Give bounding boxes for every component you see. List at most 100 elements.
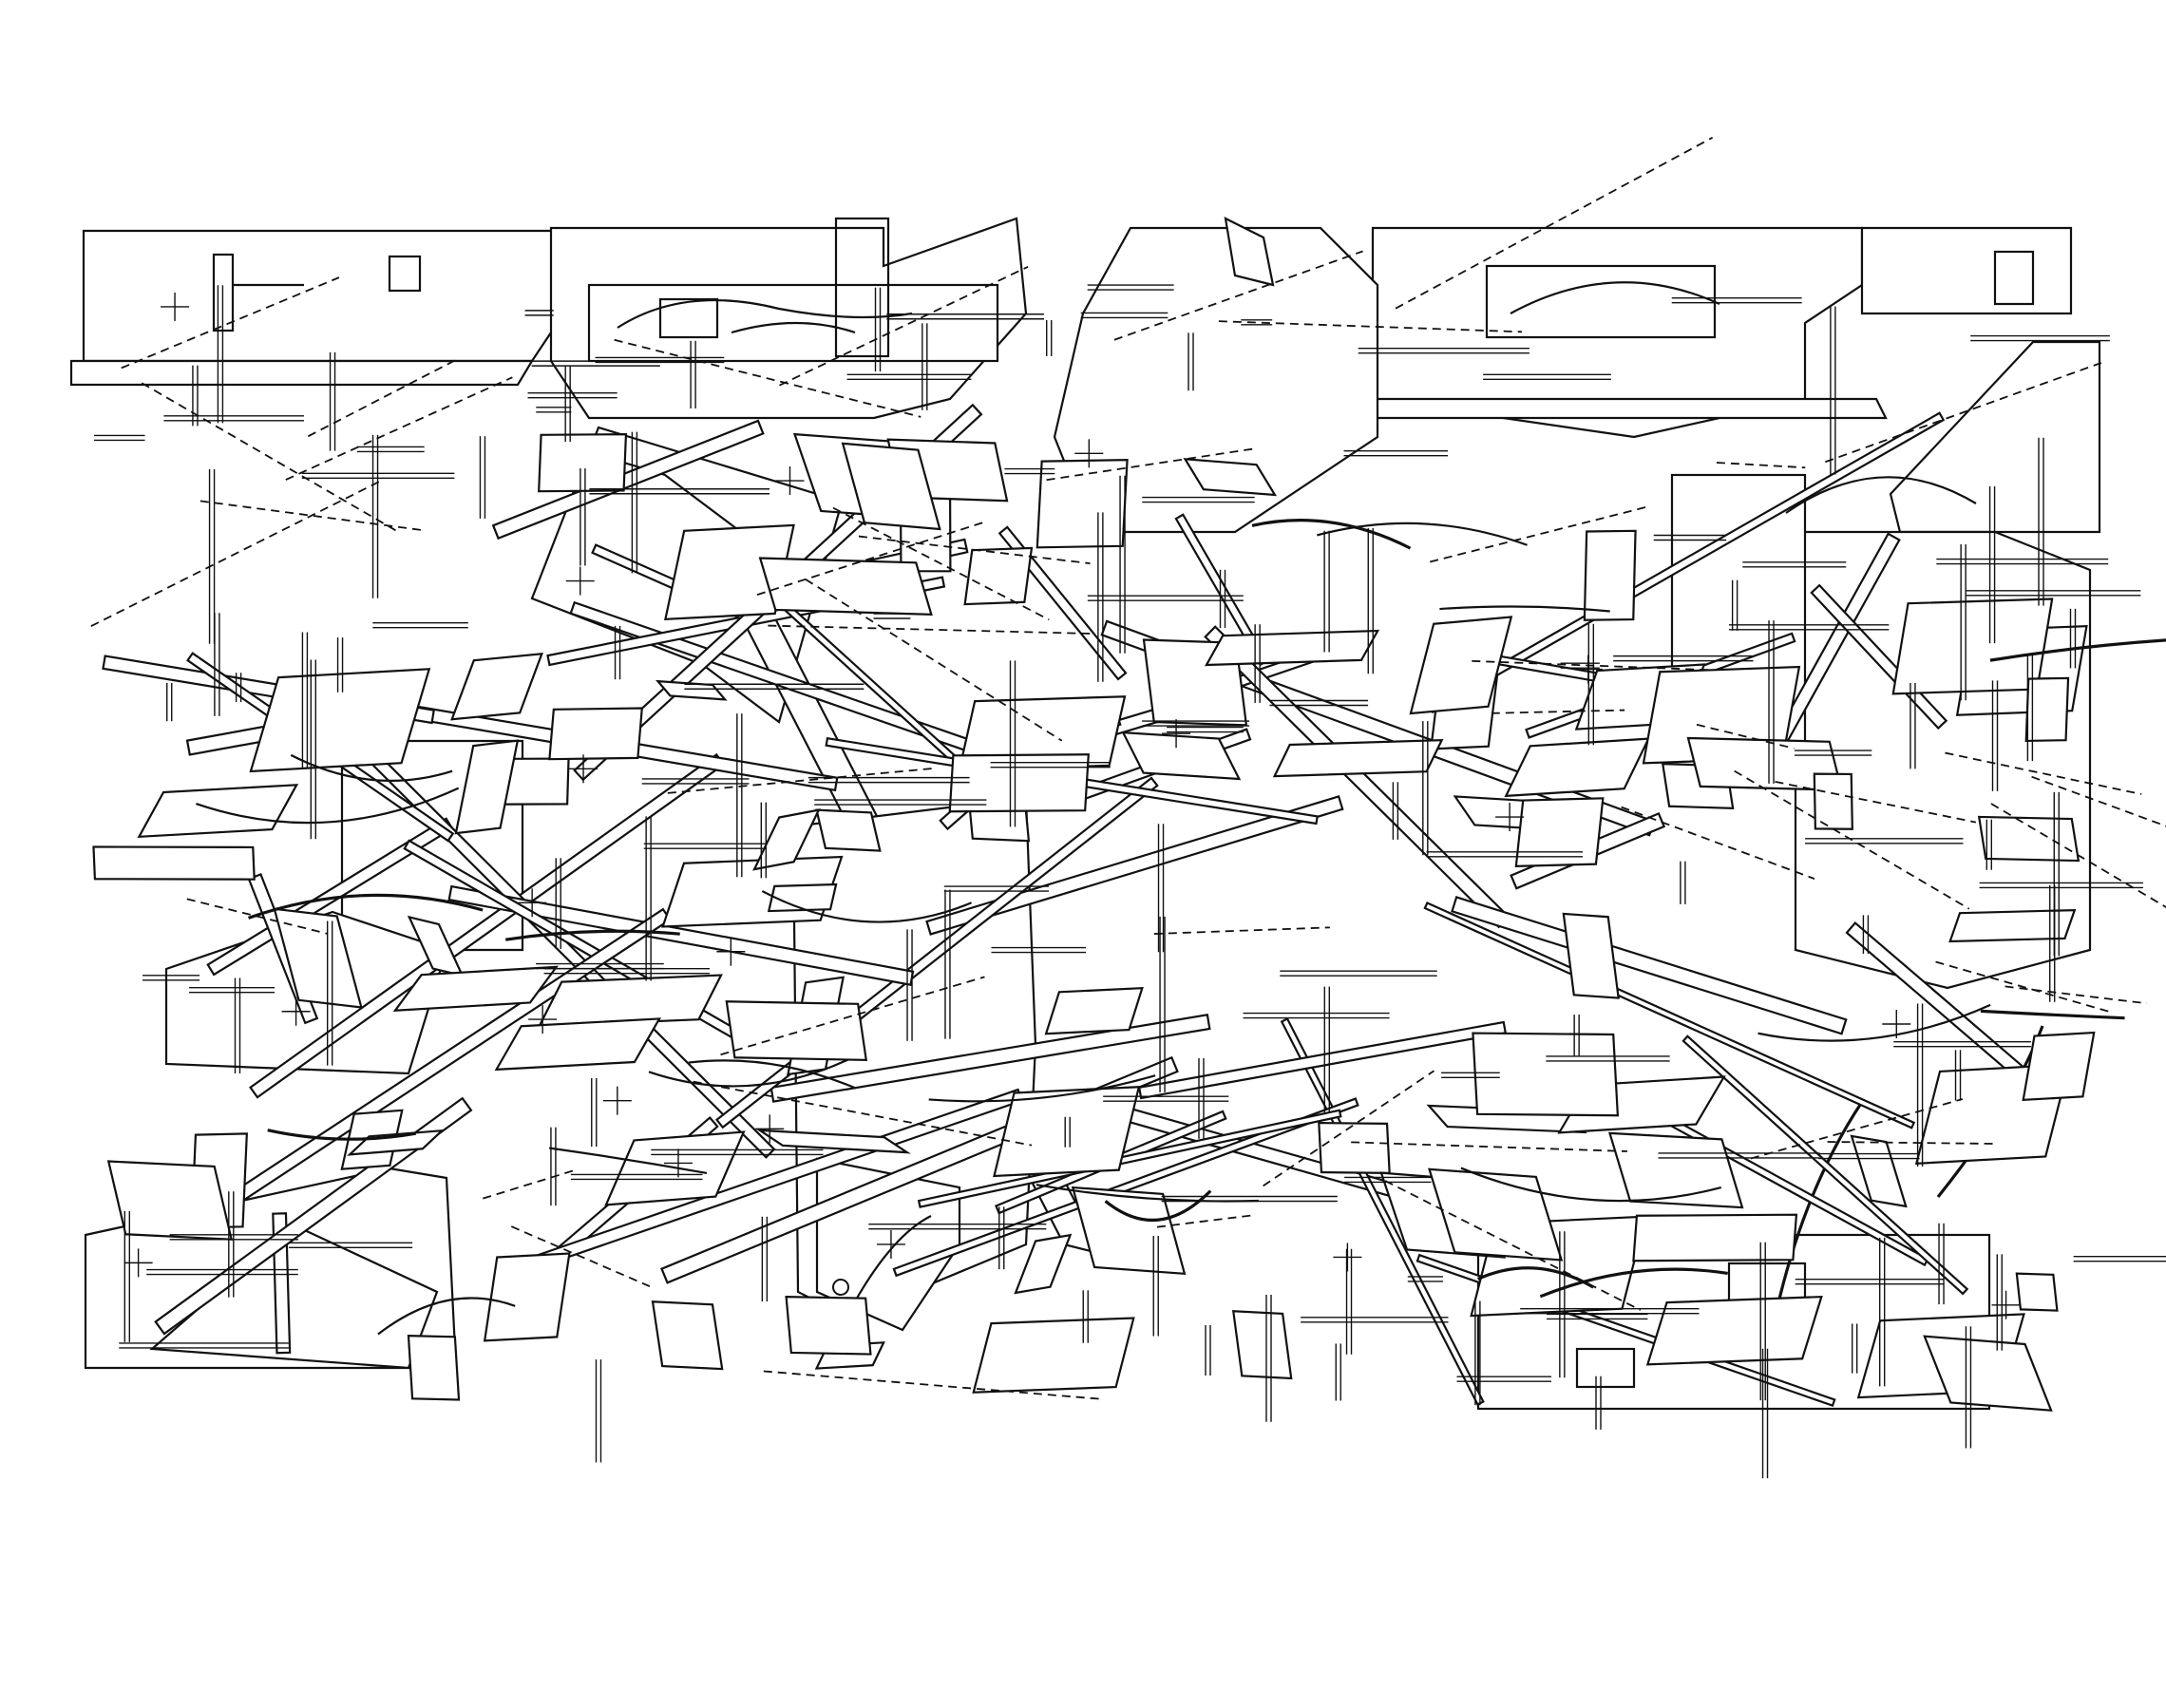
construction-line [1263, 1070, 1435, 1187]
plane [2022, 1031, 2096, 1102]
construction-line [1218, 320, 1522, 333]
construction-line [285, 376, 513, 481]
curved-member [688, 1059, 857, 1090]
top-mid-volume [1053, 217, 1379, 534]
curved-member [1539, 1267, 1728, 1299]
construction-line [779, 265, 1029, 387]
construction-line [858, 535, 1091, 564]
plane [1948, 908, 2077, 943]
top-center-volume [549, 217, 1028, 420]
curved-member [377, 1297, 516, 1336]
curved-member [1980, 1009, 2125, 1020]
curved-member [548, 1147, 708, 1175]
construction-line [1156, 1214, 1254, 1228]
construction-line [141, 382, 398, 532]
plane [1014, 1233, 1073, 1295]
construction-line [1153, 926, 1330, 935]
plane [2024, 676, 2070, 743]
construction-line [756, 522, 984, 596]
plane [92, 845, 256, 881]
plane [2015, 1272, 2059, 1312]
plane [963, 546, 1034, 606]
plane [538, 432, 628, 493]
plane [1514, 797, 1605, 867]
beam [925, 795, 1344, 936]
plane [1318, 1121, 1391, 1174]
plane [1409, 616, 1513, 715]
plane [1044, 986, 1144, 1035]
construction-line [1395, 136, 1714, 310]
curved-member [1317, 522, 1528, 546]
plane [1607, 1131, 1744, 1209]
construction-line [1696, 723, 1795, 750]
plane [407, 1334, 461, 1401]
construction-line [200, 500, 423, 531]
curved-member [290, 753, 453, 782]
beam [1423, 901, 1916, 1129]
construction-line [1429, 504, 1651, 563]
curved-member [1989, 638, 2166, 662]
plane [450, 653, 543, 721]
plane [755, 1129, 911, 1154]
curved-member [267, 1129, 417, 1141]
beam [1682, 1034, 1969, 1296]
plane [1204, 629, 1380, 667]
beam [491, 419, 765, 541]
plane [494, 1017, 662, 1072]
curved-member [1439, 605, 1610, 613]
plane [785, 1295, 872, 1356]
plane [651, 1300, 724, 1371]
plane [454, 739, 520, 835]
construction-line [1750, 1098, 1964, 1160]
plane [1183, 458, 1278, 497]
curved-member [1251, 519, 1412, 550]
construction-line [1945, 751, 2142, 795]
curved-member [504, 929, 680, 941]
plane [1071, 1186, 1187, 1276]
plane [1977, 815, 2080, 863]
plane [392, 965, 559, 1012]
construction-line [90, 480, 381, 627]
construction-line [805, 579, 1063, 742]
plane [958, 695, 1127, 771]
plane [347, 1129, 446, 1156]
construction-line [720, 976, 985, 1056]
plane [1472, 1032, 1620, 1117]
beam [917, 1109, 1342, 1208]
curved-member [1104, 1189, 1212, 1222]
plane [273, 907, 363, 1009]
construction-line [1621, 806, 1815, 880]
construction-line [2004, 985, 2147, 1005]
construction-line [2031, 775, 2166, 827]
beam [892, 1097, 1359, 1278]
construction-line [693, 1080, 1033, 1147]
plane [1428, 1167, 1564, 1262]
construction-line [768, 624, 1092, 635]
beam [447, 884, 915, 986]
construction-line [510, 1225, 651, 1287]
plane [758, 557, 933, 616]
plane [948, 753, 1090, 813]
plane [752, 808, 821, 871]
beam [1451, 896, 1848, 1035]
curved-member [196, 787, 460, 825]
plane [815, 808, 882, 852]
plane [1121, 731, 1242, 781]
plane [1645, 1295, 1823, 1366]
construction-line [1825, 362, 2102, 464]
construction-line [832, 506, 1050, 621]
construction-line [1775, 780, 1977, 824]
plane [106, 1160, 234, 1241]
construction-line [483, 1169, 575, 1200]
construction-line [1990, 803, 2166, 908]
construction-line [1384, 1180, 1642, 1311]
plane [483, 1252, 571, 1342]
plane [1632, 1213, 1798, 1262]
plane [767, 882, 838, 913]
plane [1923, 1335, 2053, 1412]
construction-line [667, 768, 933, 794]
construction-line [1046, 447, 1253, 482]
curved-member [248, 893, 484, 920]
plane [725, 1000, 868, 1061]
